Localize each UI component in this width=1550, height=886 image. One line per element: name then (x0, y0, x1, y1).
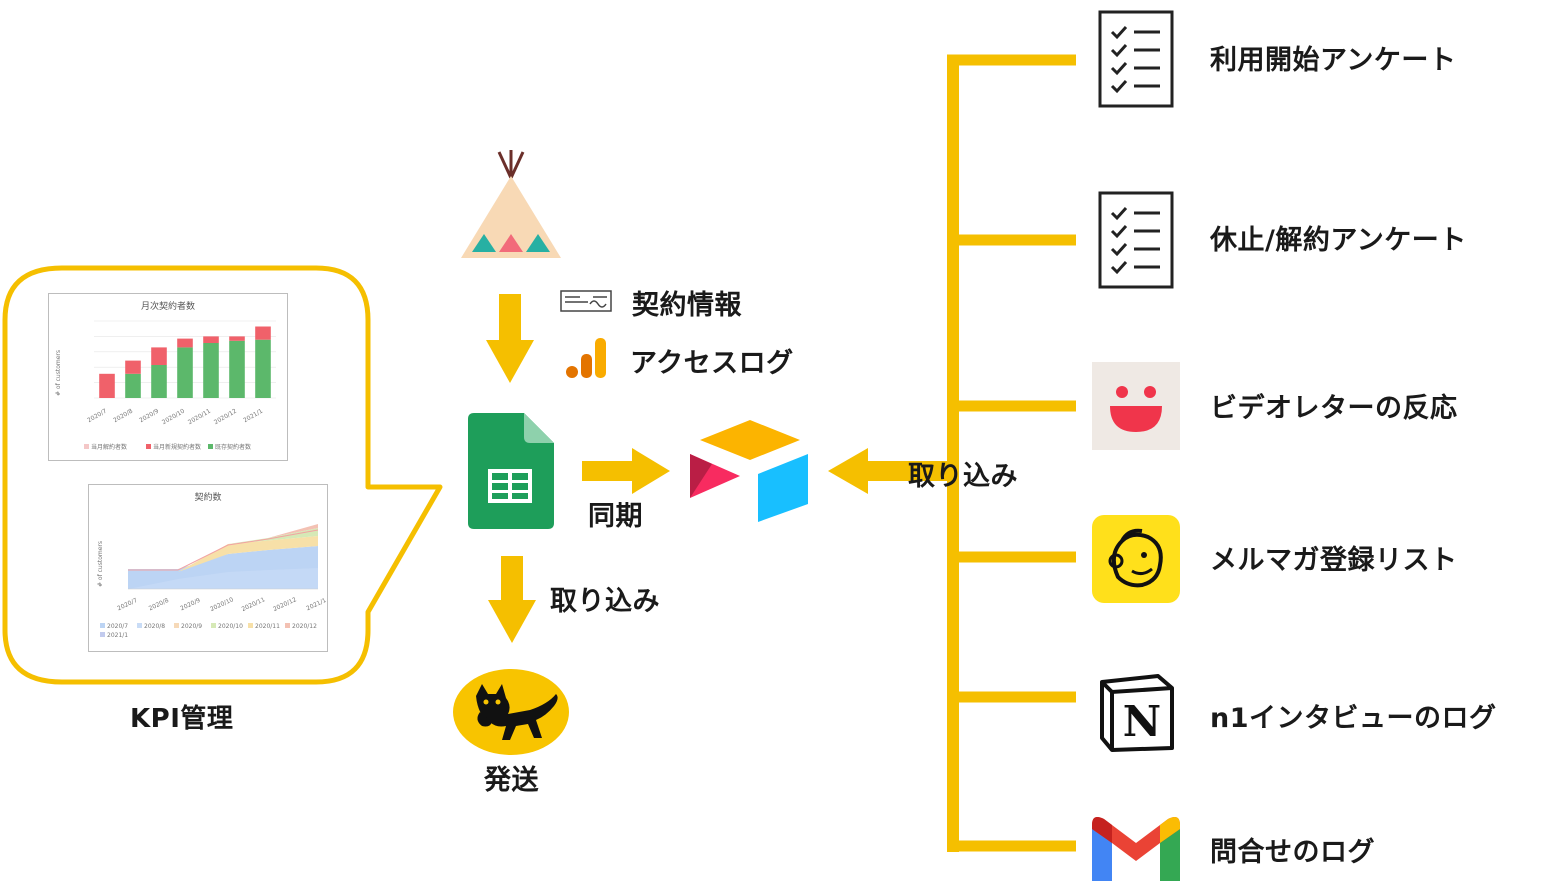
kpi-area-chart: 契約数 # of customers 2020/7 2020/8 2020/9 202… (88, 484, 328, 652)
source-label-4: n1インタビューのログ (1210, 703, 1497, 734)
svg-text:N: N (1123, 697, 1161, 746)
legend-label: 2020/8 (144, 623, 165, 630)
contract-card-icon (560, 290, 612, 312)
bar-mark (151, 365, 167, 398)
access-log-label: アクセスログ (630, 348, 794, 379)
arrow-left-icon (828, 448, 948, 494)
import-right-label: 取り込み (908, 461, 1018, 492)
yamato-cat-logo-icon (453, 669, 569, 755)
shipping-label: 発送 (484, 765, 539, 796)
legend-swatch (100, 632, 105, 637)
analytics-icon (566, 338, 606, 378)
legend-swatch (248, 623, 253, 628)
legend-swatch (174, 623, 179, 628)
bar-mark (177, 347, 193, 398)
legend-label: 既存契約者数 (215, 443, 251, 451)
gmail-icon (1092, 817, 1180, 881)
bar-mark (255, 339, 271, 398)
bar-mark (203, 336, 219, 343)
contract-info-label: 契約情報 (632, 290, 742, 321)
bar-mark (203, 343, 219, 398)
legend-label: 2020/10 (218, 623, 243, 630)
google-sheets-icon (468, 413, 554, 529)
source-label-3: メルマガ登録リスト (1210, 545, 1458, 576)
mailchimp-icon (1092, 515, 1180, 603)
bar-mark (99, 373, 115, 398)
bar-mark (125, 360, 141, 374)
legend-swatch (146, 444, 151, 449)
checklist-icon (1098, 191, 1174, 289)
bar-mark (151, 347, 167, 365)
checklist-icon (1098, 10, 1174, 108)
notion-icon: N (1100, 674, 1174, 752)
source-label-1: 休止/解約アンケート (1210, 225, 1467, 256)
legend-label: 2020/9 (181, 623, 202, 630)
arrow-down-icon (486, 294, 534, 383)
source-label-2: ビデオレターの反応 (1210, 393, 1458, 424)
legend-label: 当月解約者数 (91, 443, 127, 451)
tipi-logo-icon (461, 150, 561, 258)
legend-label: 2020/7 (107, 623, 128, 630)
bar-mark (255, 326, 271, 340)
sync-label: 同期 (588, 501, 643, 532)
legend-swatch (208, 444, 213, 449)
legend-swatch (137, 623, 142, 628)
legend-swatch (100, 623, 105, 628)
bar-chart-title: 月次契約者数 (141, 300, 195, 312)
bar-mark (125, 373, 141, 398)
arrow-down-icon (488, 556, 536, 643)
import-down-label: 取り込み (550, 586, 660, 617)
legend-swatch (211, 623, 216, 628)
bar-mark (229, 336, 245, 341)
legend-label: 当月新規契約者数 (153, 443, 201, 451)
legend-label: 2020/11 (255, 623, 280, 630)
source-label-5: 問合せのログ (1210, 837, 1375, 868)
area-bands (128, 524, 319, 590)
arrow-right-icon (582, 448, 670, 494)
legend-swatch (285, 623, 290, 628)
source-label-0: 利用開始アンケート (1210, 45, 1457, 76)
kpi-label: KPI管理 (130, 704, 234, 734)
smile-face-icon (1092, 362, 1180, 450)
bar-chart-ylabel: # of customers (55, 350, 62, 396)
bar-mark (229, 340, 245, 398)
airtable-logo-icon (690, 420, 808, 522)
legend-label: 2020/12 (292, 623, 317, 630)
area-chart-title: 契約数 (194, 491, 221, 503)
area-chart-ylabel: # of customers (97, 541, 104, 587)
bar-mark (177, 338, 193, 348)
legend-swatch (84, 444, 89, 449)
legend-label: 2021/1 (107, 632, 128, 639)
